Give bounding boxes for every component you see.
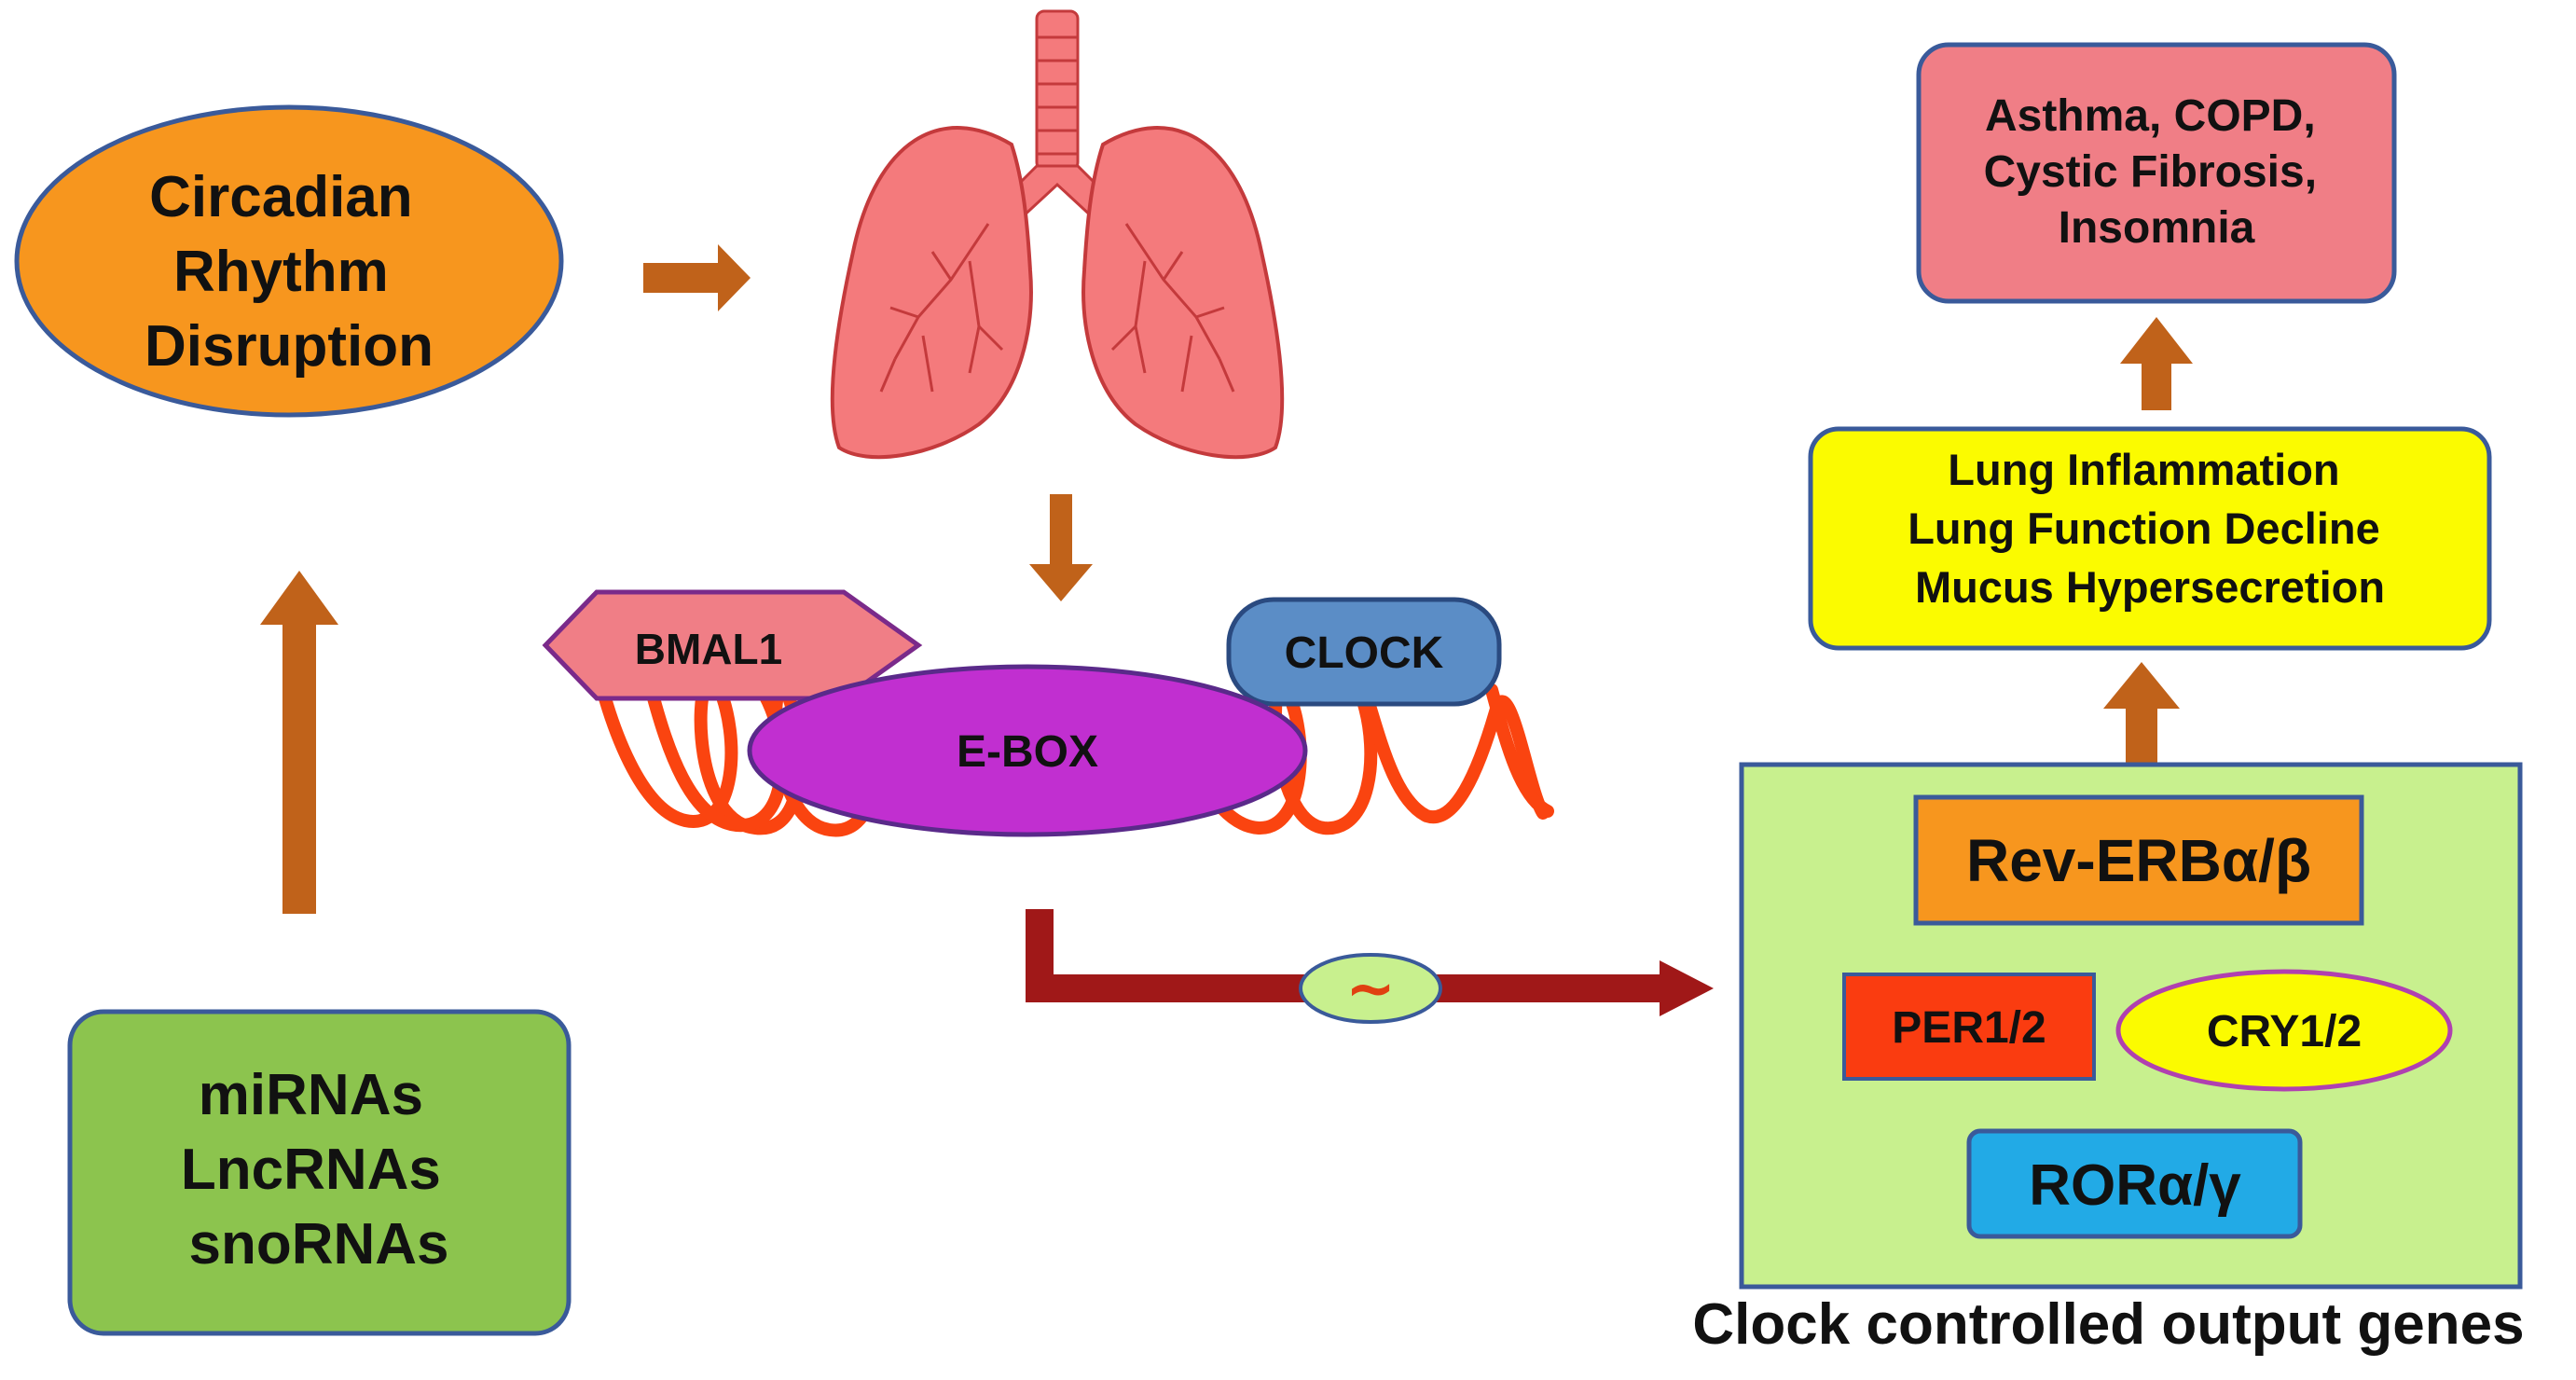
diseases-line-2: Cystic Fibrosis,: [1984, 147, 2317, 197]
effects-line-3: Mucus Hypersecretion: [1915, 562, 2385, 612]
ncrna-line-3: snoRNAs: [188, 1212, 448, 1276]
circadian-line-1: Circadian: [149, 165, 413, 229]
effects-line-1: Lung Inflammation: [1948, 445, 2339, 494]
ebox-label: E-BOX: [957, 727, 1098, 777]
ebox-node: E-BOX: [747, 664, 1308, 837]
rev-erb-node: Rev-ERBα/β: [1913, 794, 2364, 926]
ncrna-line-2: LncRNAs: [181, 1138, 441, 1202]
diseases-line-1: Asthma, COPD,: [1985, 91, 2316, 141]
oscillation-badge: ~: [1299, 953, 1442, 1024]
svg-text:miRNAs LncRNAs sno: miRNAs LncRNAs snoRNAs: [181, 1063, 457, 1276]
circadian-disruption-node: Circadian Rhythm Disruption: [14, 104, 564, 418]
lungs-illustration: [830, 9, 1285, 460]
arrow-lungs-to-ebox: [1029, 494, 1093, 601]
clock-label: CLOCK: [1285, 628, 1444, 678]
diseases-line-3: Insomnia: [2059, 203, 2255, 253]
svg-text:Circadian Rhythm D: Circadian Rhythm Disruption: [145, 165, 434, 379]
diseases-node: Asthma, COPD, Cystic Fibrosis, Insomnia: [1916, 42, 2397, 304]
bmal1-label: BMAL1: [635, 625, 782, 673]
per-node: PER1/2: [1842, 973, 2096, 1081]
circadian-line-2: Rhythm: [173, 240, 389, 304]
circadian-line-3: Disruption: [145, 314, 434, 379]
lung-effects-node: Lung Inflammation Lung Function Decline …: [1808, 426, 2492, 651]
clock-node: CLOCK: [1226, 597, 1502, 707]
arrow-genes-to-effects: [2103, 662, 2180, 763]
arrow-ncrna-to-circadian: [260, 571, 338, 914]
ncrna-node: miRNAs LncRNAs snoRNAs: [67, 1009, 572, 1336]
oscillation-symbol: ~: [1345, 955, 1396, 1024]
cry-label: CRY1/2: [2207, 1007, 2362, 1056]
output-genes-caption: Clock controlled output genes: [1692, 1292, 2525, 1357]
effects-line-2: Lung Function Decline: [1908, 504, 2380, 553]
arrow-effects-to-diseases: [2120, 317, 2193, 410]
arrow-circadian-to-lungs: [643, 244, 751, 311]
per-label: PER1/2: [1892, 1003, 2046, 1053]
svg-text:Asthma, COPD, Cystic Fib: Asthma, COPD, Cystic Fibrosis, Insomnia: [1984, 91, 2330, 253]
svg-text:Lung Inflammation Lung F: Lung Inflammation Lung Function Decline …: [1908, 445, 2392, 612]
rev-erb-label: Rev-ERBα/β: [1966, 827, 2311, 894]
cry-node: CRY1/2: [2115, 969, 2453, 1092]
arrow-ebox-to-output-genes: [1026, 909, 1714, 1016]
ror-label: RORα/γ: [2029, 1153, 2241, 1218]
ncrna-line-1: miRNAs: [199, 1063, 423, 1127]
ror-node: RORα/γ: [1966, 1128, 2303, 1239]
